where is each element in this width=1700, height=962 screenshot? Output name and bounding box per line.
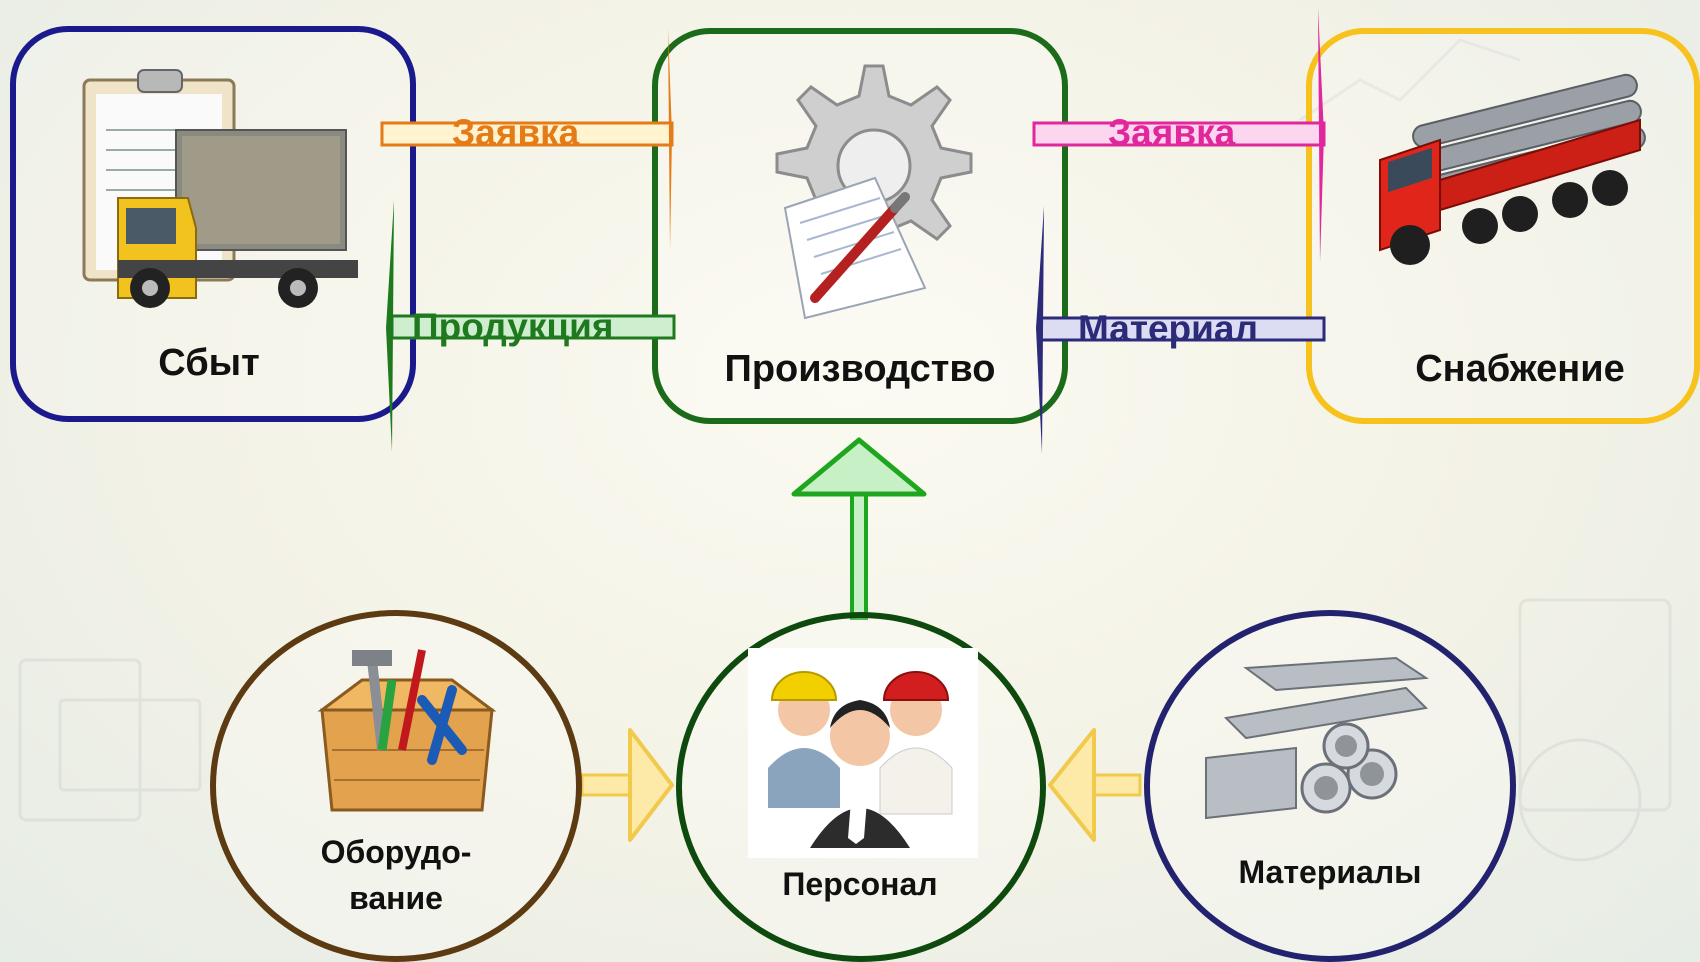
materials-label: Материалы xyxy=(1238,854,1422,890)
equipment-label-line2: вание xyxy=(349,880,443,916)
supply-label: Снабжение xyxy=(1415,348,1625,390)
material-arrow-to-production xyxy=(1036,206,1326,454)
products-label: Продукция xyxy=(412,306,614,347)
metal-profiles-icon xyxy=(1205,656,1429,820)
equipment-label-line1: Оборудо- xyxy=(320,834,472,870)
materials-to-staff-arrow xyxy=(1048,728,1142,842)
production-label: Производство xyxy=(724,348,996,390)
order-arrow-to-production xyxy=(380,28,674,250)
sales-label: Сбыт xyxy=(158,342,260,384)
products-arrow-to-sales xyxy=(386,200,676,452)
gear-document-icon xyxy=(775,64,973,320)
order-label-left: Заявка xyxy=(452,112,580,153)
equipment-to-staff-arrow xyxy=(580,728,674,842)
staff-label: Персонал xyxy=(782,866,938,902)
order-label-right: Заявка xyxy=(1108,112,1236,153)
staff-to-production-arrow xyxy=(791,437,927,620)
order-arrow-to-supply xyxy=(1032,8,1326,262)
workers-icon xyxy=(748,648,978,858)
toolbox-icon xyxy=(317,649,497,812)
delivery-truck-icon xyxy=(82,69,358,308)
pipe-truck-icon xyxy=(1379,73,1646,265)
material-label: Материал xyxy=(1078,308,1258,349)
supply-box xyxy=(1306,28,1700,424)
